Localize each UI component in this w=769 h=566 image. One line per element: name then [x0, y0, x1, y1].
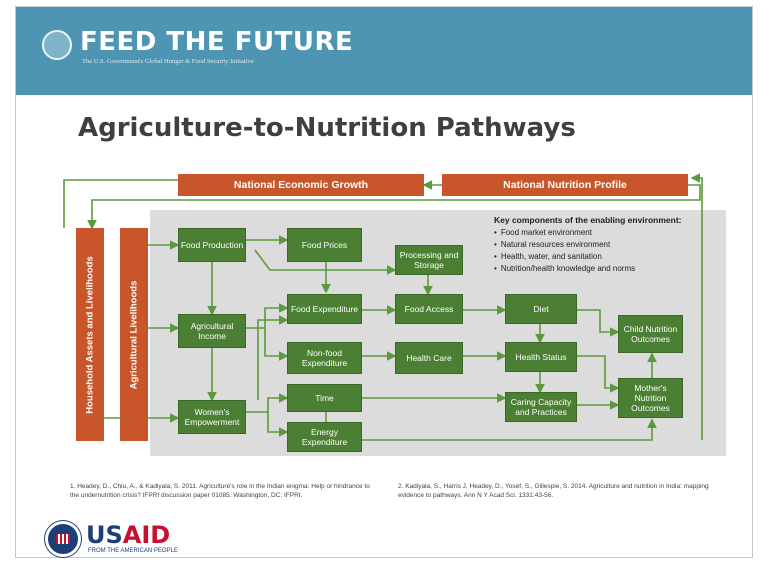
box-food-access: Food Access	[395, 294, 463, 324]
box-food-prices: Food Prices	[287, 228, 362, 262]
usaid-logo: USAID	[86, 521, 170, 549]
arrow-diet-child	[576, 309, 620, 337]
arrow-profile-to-household	[87, 184, 701, 230]
household-assets-banner: Household Assets and Livelihoods	[76, 228, 104, 441]
box-diet: Diet	[505, 294, 577, 324]
agricultural-livelihoods-banner: Agricultural Livelihoods	[120, 228, 148, 441]
usaid-tagline: FROM THE AMERICAN PEOPLE	[88, 548, 178, 554]
footnote-2: 2. Kadiyala, S., Harris J, Headey, D., Y…	[398, 483, 709, 499]
key-item: Food market environment	[494, 228, 635, 240]
box-energy-expenditure: Energy Expenditure	[287, 422, 362, 452]
arrow-womens-food-exp	[257, 315, 289, 400]
arrow-womens-time	[246, 393, 289, 413]
feed-the-future-logo: FEED THE FUTURE	[80, 27, 354, 57]
box-food-production: Food Production	[178, 228, 246, 262]
key-item: Natural resources environment	[494, 240, 635, 252]
box-womens-empowerment: Women's Empowerment	[178, 400, 246, 434]
arrow-energy-mother	[362, 418, 657, 441]
national-economic-growth-banner: National Economic Growth	[178, 174, 424, 196]
arrow-status-mother	[576, 355, 620, 393]
usaid-logo-us: US	[86, 521, 123, 549]
box-nonfood-expenditure: Non-food Expenditure	[287, 342, 362, 374]
household-assets-label: Household Assets and Livelihoods	[84, 255, 96, 414]
key-item: Health, water, and sanitation	[494, 252, 635, 264]
header-subtitle: The U.S. Government's Global Hunger & Fo…	[82, 58, 254, 65]
box-child-nutrition-outcomes: Child Nutrition Outcomes	[618, 315, 683, 353]
key-components-list: Food market environment Natural resource…	[494, 228, 635, 276]
arrow-production-processing	[254, 249, 397, 275]
arrow-outcomes-to-profile	[690, 173, 703, 440]
national-nutrition-profile-banner: National Nutrition Profile	[442, 174, 688, 196]
key-components-title: Key components of the enabling environme…	[494, 215, 682, 225]
header-bar	[16, 7, 752, 95]
box-health-status: Health Status	[505, 342, 577, 372]
box-health-care: Health Care	[395, 342, 463, 374]
arrow-womens-energy	[267, 412, 289, 437]
box-agricultural-income: Agricultural Income	[178, 314, 246, 348]
box-caring-capacity: Caring Capacity and Practices	[505, 392, 577, 422]
arrow-income-nonfood-exp	[264, 328, 289, 361]
box-food-expenditure: Food Expenditure	[287, 294, 362, 324]
arrow-growth-to-household	[63, 179, 178, 228]
us-seal-icon	[42, 30, 72, 60]
box-mothers-nutrition-outcomes: Mother's Nutrition Outcomes	[618, 378, 683, 418]
arrow-income-food-exp	[246, 303, 289, 329]
page-title: Agriculture-to-Nutrition Pathways	[78, 113, 576, 143]
box-processing-storage: Processing and Storage	[395, 245, 463, 275]
agricultural-livelihoods-label: Agricultural Livelihoods	[128, 280, 140, 389]
usaid-seal-icon	[45, 521, 81, 557]
box-time: Time	[287, 384, 362, 412]
usaid-logo-aid: AID	[122, 521, 171, 549]
key-item: Nutrition/health knowledge and norms	[494, 264, 635, 276]
footnote-1: 1. Headey, D., Chiu, A., & Kadiyala, S. …	[70, 483, 370, 499]
